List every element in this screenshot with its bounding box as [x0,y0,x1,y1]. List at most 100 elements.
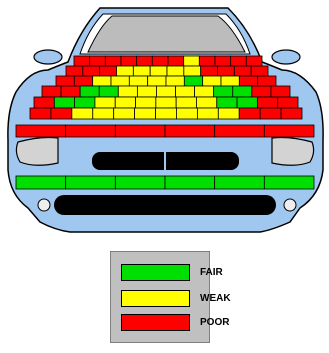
bumper-condition-band [15,175,315,190]
legend-item-fair: FAIR [121,264,223,281]
front-condition-band [15,124,315,138]
bumper-band-cell [164,175,216,190]
hood-cell [73,75,94,87]
hood-cell [136,55,153,67]
hood-cell [176,107,198,120]
hood-cell [200,65,218,77]
hood-cell [256,96,279,109]
hood-cell [257,75,277,87]
hood-cell [251,85,272,98]
hood-cell [71,107,94,120]
left-mirror [33,49,63,65]
hood-cell [217,65,235,77]
legend-label-fair: FAIR [200,267,223,278]
hood-cell [166,65,185,77]
legend: FAIR WEAK POOR [110,251,231,343]
front-band-cell [65,124,116,138]
hood-cell [149,65,168,77]
hood-cell [230,55,247,67]
hood-cell [277,96,299,109]
hood-cell [232,85,253,98]
hood-cell [250,65,269,77]
hood-cell [29,107,52,120]
hood-cell [259,107,282,120]
hood-cell [113,107,136,120]
hood-cell [238,107,261,120]
hood-cell [99,65,117,77]
left-headlight [15,136,59,166]
hood-cell [132,65,151,77]
hood-cell [92,107,115,120]
front-band-cell [263,124,315,138]
hood-cell [135,96,157,109]
hood-cell [216,96,238,109]
hood-cell [33,96,55,109]
bumper-band-cell [15,175,67,190]
hood-cell [194,85,215,98]
hood-cell [50,107,73,120]
hood-cell [183,55,200,67]
hood-cell [65,65,84,77]
hood-cell [233,65,252,77]
front-band-cell [15,124,67,138]
hood-cell [270,85,291,98]
hood-cell [98,85,119,98]
hood-cell [114,96,136,109]
hood-cell [104,55,122,67]
hood-cell [147,75,167,87]
hood-cell [82,65,101,77]
hood-cell [280,107,303,120]
hood-cell [236,96,258,109]
hood-cell [165,75,185,87]
hood-cell [202,75,222,87]
legend-swatch-poor [121,314,190,331]
hood-cell [245,55,263,67]
bumper-band-cell [263,175,315,190]
hood-cell [79,85,100,98]
right-fog-light [283,198,297,212]
front-band-cell [214,124,265,138]
hood-cell [41,85,62,98]
hood-cell [89,55,106,67]
hood-cell [220,75,240,87]
car-condition-diagram [7,7,324,233]
hood-cell [120,55,138,67]
hood-cell [116,65,134,77]
hood-cell [214,55,232,67]
right-mirror [271,49,301,65]
hood-cell [167,55,185,67]
bumper-band-cell [65,175,116,190]
legend-swatch-weak [121,290,190,307]
hood-cell [94,96,116,109]
right-headlight [271,136,315,166]
hood-cell [238,75,259,87]
hood-cell [60,85,81,98]
left-fog-light [37,198,51,212]
hood-cell [134,107,156,120]
legend-swatch-fair [121,264,190,281]
hood-cell [136,85,157,98]
legend-item-weak: WEAK [121,290,231,307]
hood-cell [183,75,204,87]
hood-cell [213,85,234,98]
hood-cell [217,107,240,120]
hood-cell [53,96,76,109]
hood-cell [74,96,96,109]
legend-label-weak: WEAK [200,293,231,304]
hood-cell [196,107,219,120]
bumper-band-cell [114,175,166,190]
hood-cell [155,107,177,120]
hood-condition-grid [29,55,303,120]
hood-cell [175,85,196,98]
hood-cell [175,96,197,109]
hood-cell [198,55,216,67]
hood-cell [92,75,112,87]
front-band-cell [114,124,166,138]
hood-cell [73,55,91,67]
hood-cell [110,75,130,87]
hood-cell [151,55,169,67]
bumper-band-cell [214,175,265,190]
hood-cell [117,85,138,98]
legend-item-poor: POOR [121,314,229,331]
hood-cell [196,96,218,109]
